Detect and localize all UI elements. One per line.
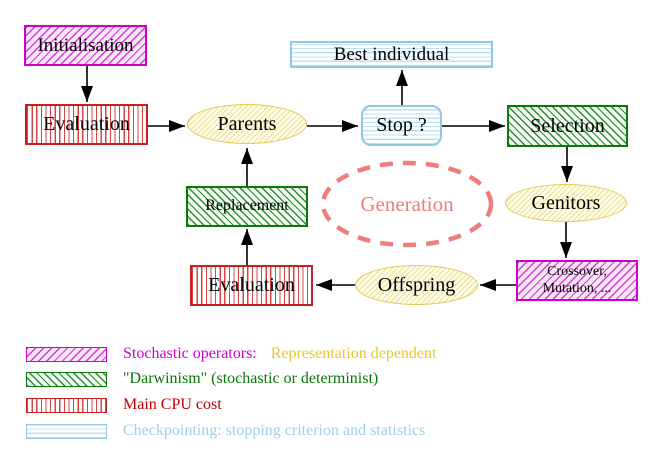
node-offspring-label: Offspring	[377, 273, 456, 296]
legend-text-main-cpu-cost: Main CPU cost	[123, 396, 222, 413]
legend-swatch-stochastic-operators	[26, 347, 107, 362]
legend-text-stochastic-operators: Stochastic operators: Representation depe…	[123, 344, 436, 364]
node-replacement-label: Replacement	[205, 197, 289, 215]
legend-swatch-main-cpu-cost	[26, 398, 107, 413]
node-selection: Selection	[507, 105, 628, 147]
node-evaluation-top-label: Evaluation	[43, 113, 130, 135]
node-genitors: Genitors	[505, 184, 627, 222]
node-crossover-mutation: Crossover, Mutation, ...	[516, 260, 638, 301]
node-evaluation-top: Evaluation	[25, 104, 148, 145]
legend-text-darwinism: "Darwinism" (stochastic or determinist)	[123, 370, 379, 387]
node-evaluation-bottom-label: Evaluation	[208, 274, 295, 296]
node-stop-label: Stop ?	[376, 114, 427, 136]
node-crossover-label-line2: Mutation, ...	[542, 280, 612, 296]
legend-label-representation: Representation dependent	[270, 345, 437, 362]
node-best-individual: Best individual	[290, 41, 493, 68]
generation-label: Generation	[360, 192, 454, 216]
node-best-individual-label: Best individual	[333, 43, 450, 65]
node-selection-label: Selection	[530, 114, 605, 137]
legend-swatch-checkpointing	[26, 424, 107, 439]
node-parents-label: Parents	[217, 112, 277, 135]
node-initialisation: Initialisation	[24, 25, 147, 66]
generation-dashed-ellipse	[320, 160, 494, 248]
node-replacement: Replacement	[186, 186, 308, 227]
legend-label-stochastic: Stochastic operators:	[123, 345, 257, 362]
node-initialisation-label: Initialisation	[37, 34, 134, 56]
node-parents: Parents	[187, 104, 307, 144]
node-evaluation-bottom: Evaluation	[190, 265, 313, 306]
node-stop: Stop ?	[361, 105, 442, 146]
node-crossover-label-line1: Crossover,	[547, 264, 607, 280]
legend-swatch-darwinism	[26, 372, 107, 387]
legend-text-checkpointing: Checkpointing: stopping criterion and st…	[123, 422, 426, 439]
node-genitors-label: Genitors	[531, 191, 601, 214]
node-offspring: Offspring	[355, 265, 478, 305]
